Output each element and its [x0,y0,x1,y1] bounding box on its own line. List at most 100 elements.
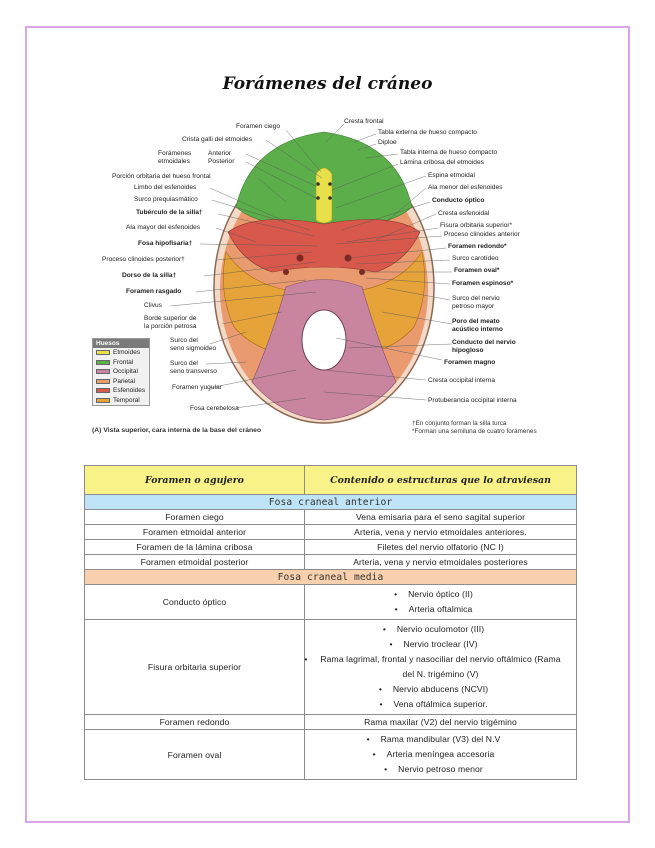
label-foramen-oval: Foramen oval* [454,267,500,274]
table-row: Foramen redondo Rama maxilar (V2) del ne… [84,714,577,730]
cell-content: Nervio oculomotor (III) Nervio troclear … [304,619,577,715]
cell-foramen: Foramen de la lámina cribosa [84,539,305,555]
legend-item-frontal: Frontal [93,358,149,368]
label-foramenes: Forámenes [158,150,192,157]
table-row: Foramen ciego Vena emisaria para el seno… [84,509,577,525]
list-item: Nervio óptico (II) [309,587,572,602]
legend-item-esfenoides: Esfenoides [93,386,149,396]
legend-swatch [96,378,110,384]
legend-label: Occipital [113,368,138,376]
legend-item-parietal: Parietal [93,377,149,387]
table-header-row: Foramen o agujero Contenido o estructura… [84,465,577,495]
label-porcion-orbitaria: Porción orbitaria del hueso frontal [112,173,211,180]
footnote-semiluna: *Forman una semiluna de cuatro forámenes [412,428,537,435]
label-diploe: Diploe [378,139,397,146]
label-dorso-silla: Dorso de la silla† [122,272,177,279]
label-surco-transverso-2: seno transverso [170,368,217,375]
list-item: Vena oftálmica superior. [309,697,572,712]
label-surco-transverso-1: Surco del [170,360,198,367]
section-fosa-anterior: Fosa craneal anterior [84,494,577,510]
label-ala-menor: Ala menor del esfenoides [428,184,503,191]
legend-label: Etmoides [113,349,141,357]
bones-legend: Huesos Etmoides Frontal Occipital Pariet… [92,338,150,406]
label-crista-galli: Crista galli del etmoides [182,136,252,143]
legend-label: Temporal [113,396,140,404]
table-row: Foramen de la lámina cribosa Filetes del… [84,539,577,555]
label-ala-mayor: Ala mayor del esfenoides [126,224,201,231]
table-row: Conducto óptico Nervio óptico (II) Arter… [84,584,577,620]
table-row: Foramen etmoidal posterior Arteria, vena… [84,554,577,570]
legend-item-occipital: Occipital [93,367,149,377]
legend-item-temporal: Temporal [93,396,149,406]
label-conducto-hipogloso-2: hipogloso [452,347,484,354]
legend-label: Frontal [113,358,134,366]
legend-swatch [96,350,110,356]
label-tuberculo-silla: Tubérculo de la silla† [136,209,203,216]
figure-caption: (A) Vista superior, cara interna de la b… [92,427,262,434]
legend-swatch [96,359,110,365]
label-foramen-ciego: Foramen ciego [236,123,280,130]
legend-item-etmoides: Etmoides [93,348,149,358]
section-fosa-media: Fosa craneal media [84,569,577,585]
label-cresta-esfenoidal: Cresta esfenoidal [438,210,490,217]
cell-content: Nervio óptico (II) Arteria oftalmica [304,584,577,620]
label-fisura-orbitaria: Fisura orbitaria superior* [440,222,513,229]
label-porcion-petrosa: la porción petrosa [144,323,197,330]
label-lamina-cribosa: Lámina cribosa del etmoides [400,159,484,166]
cell-content: Arteria, vena y nervio etmoidales anteri… [304,524,577,540]
label-foramen-rasgado: Foramen rasgado [126,288,182,295]
list-item: Nervio petroso menor [309,762,572,777]
cell-foramen: Fisura orbitaria superior [84,619,305,715]
label-poro-meato-1: Poro del meato [452,318,500,325]
foramina-table: Foramen o agujero Contenido o estructura… [84,465,577,780]
label-limbo-esfenoides: Limbo del esfenoides [134,184,197,191]
label-cresta-frontal: Cresta frontal [344,118,384,125]
label-fosa-hipofisaria: Fosa hipofisaria† [138,240,193,247]
cell-foramen: Foramen etmoidal posterior [84,554,305,570]
label-conducto-hipogloso-1: Conducto del nervio [452,339,516,346]
list-item: Arteria oftalmica [309,602,572,617]
list-item: Nervio oculomotor (III) [309,622,572,637]
figure-footnotes: †En conjunto forman la silla turca *Form… [412,420,537,436]
legend-swatch [96,388,110,394]
label-foramen-espinoso: Foramen espinoso* [452,280,514,287]
legend-swatch [96,369,110,375]
label-poro-meato-2: acústico interno [452,326,503,333]
label-foramen-yugular: Foramen yugular [172,384,222,391]
label-foramen-magno: Foramen magno [444,359,496,366]
label-cresta-occipital: Cresta occipital interna [428,377,496,384]
section-row: Fosa craneal anterior [84,494,577,510]
label-surco-sigmoideo-1: Surco del [170,337,198,344]
label-borde-superior: Borde superior de [144,315,197,322]
page-title: Forámenes del cráneo [222,74,433,94]
label-protuberancia-occipital: Protuberancia occipital interna [428,397,517,404]
skull-base-figure: Foramen ciego Crista galli del etmoides … [86,112,570,442]
label-fosa-cerebelosa: Fosa cerebelosa [190,405,239,412]
header-foramen: Foramen o agujero [84,465,305,495]
list-item: Nervio troclear (IV) [309,637,572,652]
label-surco-carotideo: Surco carotídeo [452,255,499,262]
section-row: Fosa craneal media [84,569,577,585]
label-surco-prequiasmatico: Surco prequiasmático [134,196,198,203]
label-surco-petroso-1: Surco del nervio [452,295,500,302]
label-tabla-interna: Tabla interna de hueso compacto [400,149,498,156]
cell-foramen: Conducto óptico [84,584,305,620]
footnote-silla-turca: †En conjunto forman la silla turca [412,420,507,427]
label-proceso-clinoides-anterior: Proceso clinoides anterior [444,231,520,238]
cell-content: Vena emisaria para el seno sagital super… [304,509,577,525]
label-anterior: Anterior [208,150,232,157]
list-item: Rama lagrimal, frontal y nasociliar del … [304,652,572,682]
content-list: Nervio óptico (II) Arteria oftalmica [309,585,572,619]
cell-foramen: Foramen ciego [84,509,305,525]
content-list: Nervio oculomotor (III) Nervio troclear … [304,620,572,714]
label-espina-etmoidal: Espina etmoidal [428,172,475,179]
table-row: Fisura orbitaria superior Nervio oculomo… [84,619,577,715]
cell-content: Arteria, vena y nervio etmoidales poster… [304,554,577,570]
skull-base-illustration [169,123,453,424]
cell-content: Rama maxilar (V2) del nervio trigémino [304,714,577,730]
label-clivus: Clivus [144,302,162,309]
list-item: Arteria meníngea accesoria [309,747,572,762]
list-item: Rama mandibular (V3) del N.V [309,732,572,747]
cell-foramen: Foramen oval [84,729,305,780]
label-etmoidales: etmoidales [158,158,190,165]
